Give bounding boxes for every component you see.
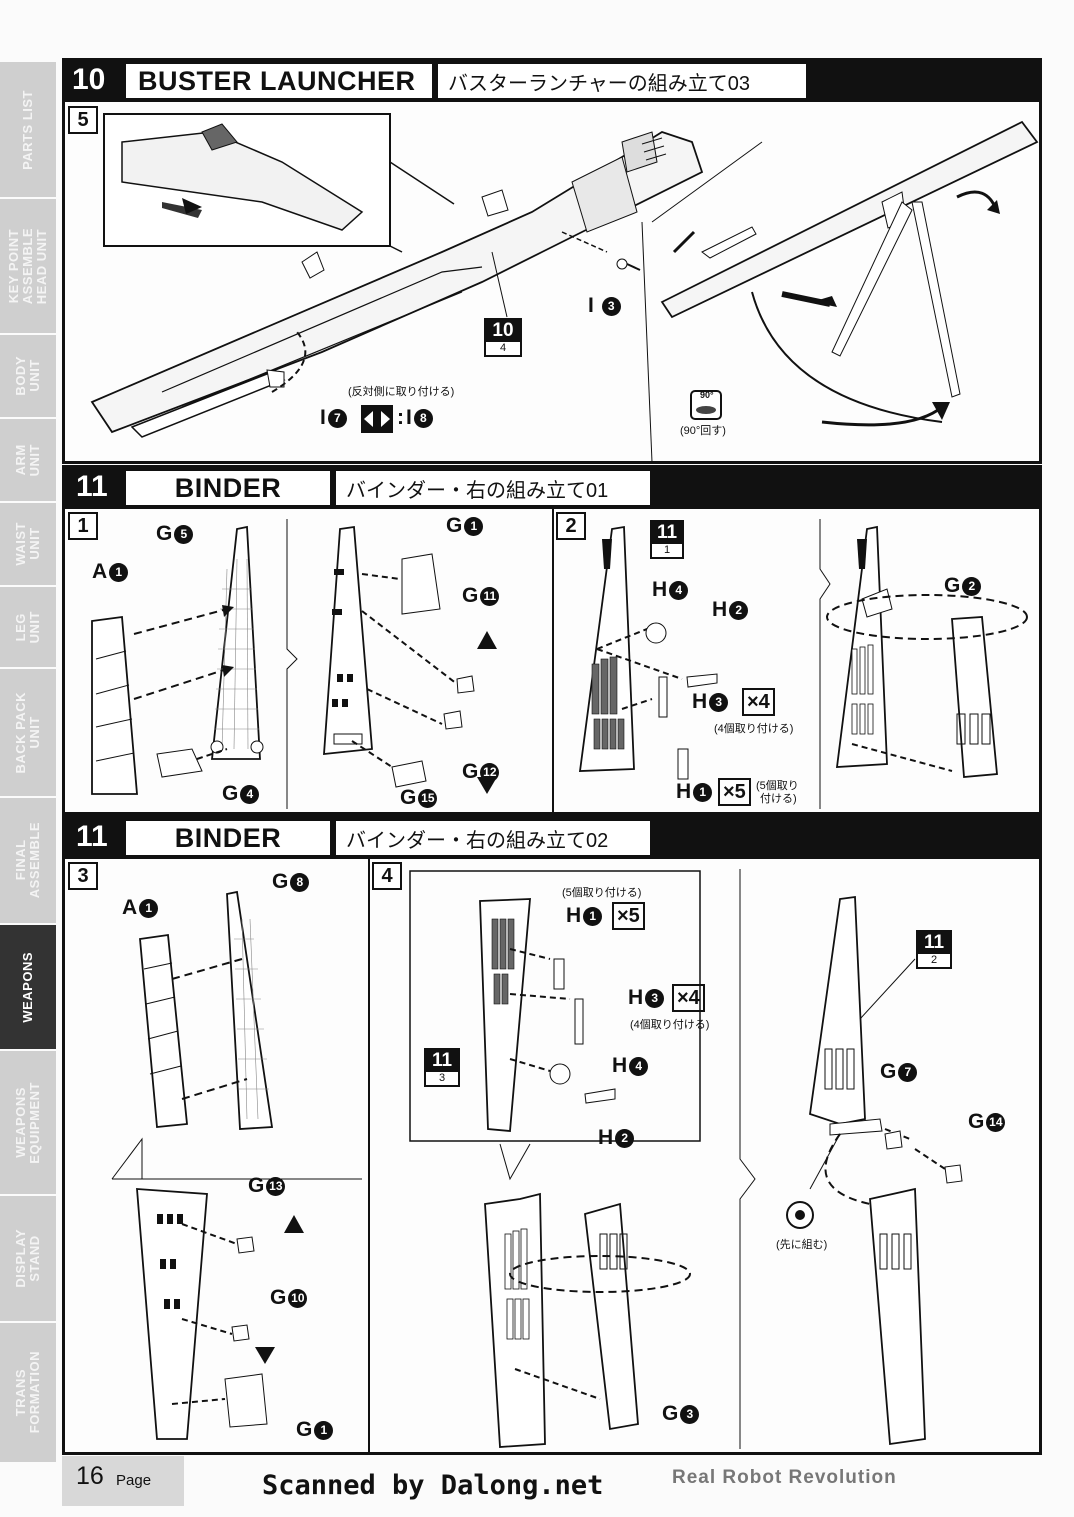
note-four: (4個取り付ける) [630, 1019, 710, 1031]
quantity-x5: ×5 [718, 778, 751, 806]
step-number: 4 [372, 862, 402, 890]
note-rotate-90: (90°回す) [680, 425, 726, 437]
separator: : [397, 406, 404, 429]
note-five: (5個取り付ける) [562, 887, 642, 899]
tab-final-assemble[interactable]: FINAL ASSEMBLE [0, 798, 56, 925]
note-opposite-side: (反対側に取り付ける) [348, 386, 455, 398]
tab-waist-unit[interactable]: WAIST UNIT [0, 503, 56, 587]
tab-transformation[interactable]: TRANS FORMATION [0, 1323, 56, 1464]
note-five-a: (5個取り [756, 780, 799, 792]
page-number: 16 [76, 1462, 104, 1490]
section-number: 10 [72, 63, 106, 96]
section-11b-frame [62, 815, 1042, 1455]
section-title: BUSTER LAUNCHER [138, 65, 416, 96]
note-five-b: 付ける) [760, 793, 797, 805]
binder-step1-illustration [91, 519, 497, 809]
step-number: 1 [68, 512, 98, 540]
binder-step3-illustration [111, 890, 362, 1440]
step-number: 2 [556, 512, 586, 540]
rotate-degree: 90° [700, 390, 714, 400]
tab-display-stand[interactable]: DISPLAY STAND [0, 1196, 56, 1323]
note-four: (4個取り付ける) [714, 723, 794, 735]
page-word: Page [116, 1472, 152, 1489]
divider [368, 859, 370, 1453]
tab-body-unit[interactable]: BODY UNIT [0, 335, 56, 419]
tab-back-pack-unit[interactable]: BACK PACK UNIT [0, 669, 56, 798]
section-title: BINDER [174, 822, 282, 853]
section-number: 11 [76, 820, 108, 853]
tab-leg-unit[interactable]: LEG UNIT [0, 587, 56, 669]
step-number: 3 [68, 862, 98, 890]
section-title-box: BINDER [124, 469, 332, 507]
rotate-icon [690, 390, 722, 420]
brand-text: Real Robot Revolution [672, 1467, 897, 1488]
section-subtitle-box: バスターランチャーの組み立て03 [436, 62, 808, 100]
section-subtitle: バインダー・右の組み立て01 [346, 479, 609, 502]
quantity-x4: ×4 [672, 984, 705, 1012]
binder-step4-illustration [409, 869, 963, 1449]
binder-step2-illustration [578, 519, 1028, 809]
tab-arm-unit[interactable]: ARM UNIT [0, 419, 56, 503]
page-number-box: 16 Page [62, 1456, 184, 1506]
section-subtitle-box: バインダー・右の組み立て01 [334, 469, 652, 507]
section-subtitle: バスターランチャーの組み立て03 [448, 72, 751, 95]
scan-credit: Scanned by Dalong.net [262, 1470, 604, 1501]
section-title: BINDER [174, 472, 282, 503]
tab-weapons-equipment[interactable]: WEAPONS EQUIPMENT [0, 1051, 56, 1196]
tab-parts-list[interactable]: PARTS LIST [0, 62, 56, 199]
divider [552, 509, 554, 812]
buster-launcher-illustration [90, 113, 1039, 463]
part-label-i3: I 3 [588, 294, 621, 318]
section-title-box: BUSTER LAUNCHER [124, 62, 434, 100]
swap-sides-icon [361, 405, 393, 433]
quantity-x4: ×4 [742, 688, 775, 716]
section-title-box: BINDER [124, 819, 332, 857]
section-subtitle: バインダー・右の組み立て02 [346, 829, 609, 852]
note-assemble-first: (先に組む) [776, 1239, 828, 1251]
quantity-x5: ×5 [612, 902, 645, 930]
tab-head-unit[interactable]: KEY POINT ASSEMBLE HEAD UNIT [0, 199, 56, 335]
section-subtitle-box: バインダー・右の組み立て02 [334, 819, 652, 857]
tab-weapons[interactable]: WEAPONS [0, 925, 56, 1051]
step-number: 5 [68, 106, 98, 134]
section-number: 11 [76, 470, 108, 503]
